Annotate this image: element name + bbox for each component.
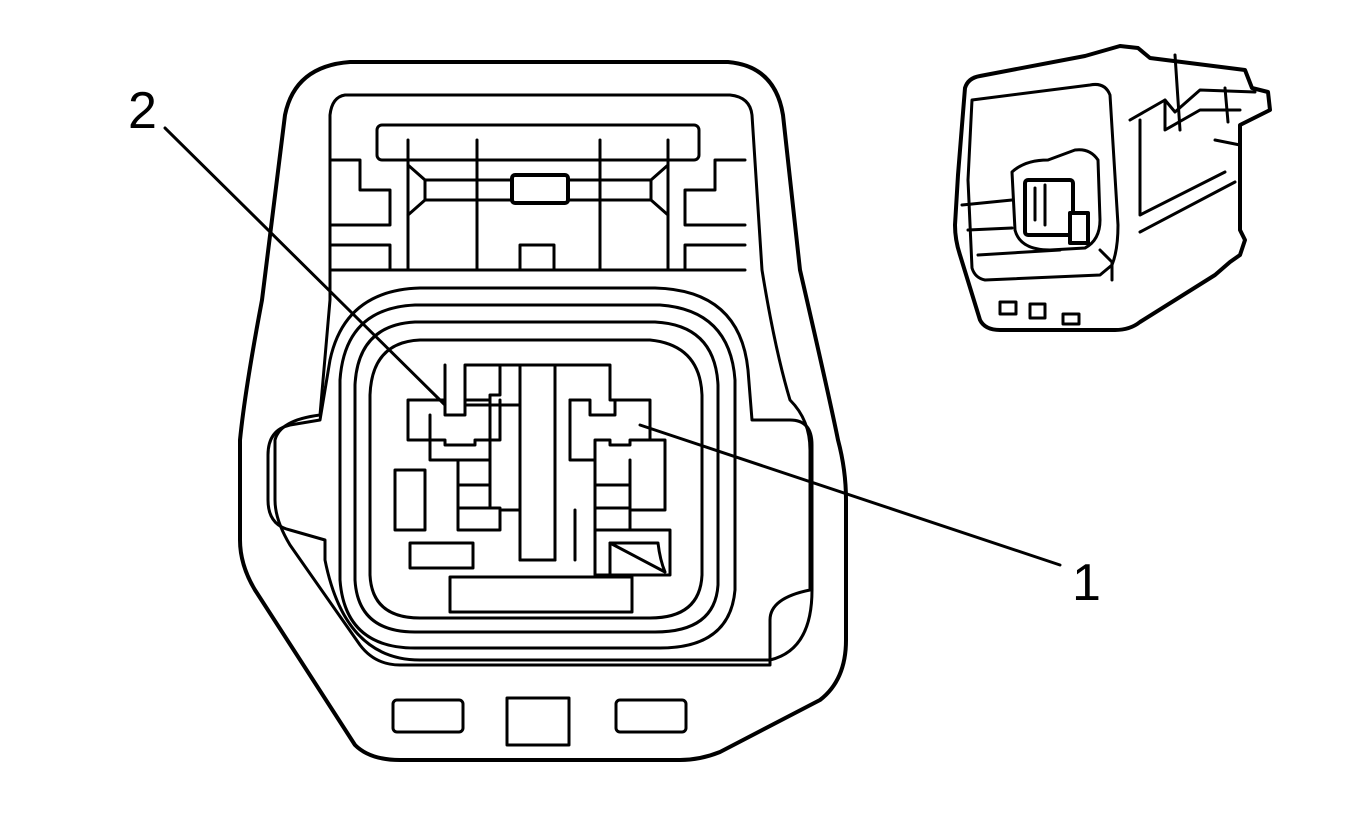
perspective-outer-shell: [953, 44, 1272, 332]
callout-label-1: 1: [1072, 554, 1101, 612]
connector-face-view: 2 1: [128, 60, 1101, 762]
latch-assembly: [328, 123, 747, 272]
cavity-wall: [368, 338, 704, 620]
seal-ring-inner: [353, 320, 720, 634]
callout-label-2: 2: [128, 82, 157, 140]
connector-perspective-view: [953, 44, 1272, 332]
lock-window-left: [391, 698, 465, 734]
leader-line-pin-2: [163, 126, 447, 407]
connector-inner-housing: [273, 93, 812, 667]
seal-ring-middle: [338, 303, 737, 650]
perspective-window-center: [1028, 302, 1047, 320]
seal-ring-outer: [266, 286, 814, 662]
leader-line-pin-1: [638, 423, 1062, 567]
perspective-window-left: [998, 300, 1018, 316]
perspective-window-right: [1061, 312, 1081, 326]
terminal-cavity-pin-1: [553, 363, 672, 577]
keying-block: [448, 575, 634, 614]
lock-window-right: [614, 698, 688, 734]
connector-outer-housing: [238, 60, 848, 762]
lock-window-center: [505, 696, 571, 747]
